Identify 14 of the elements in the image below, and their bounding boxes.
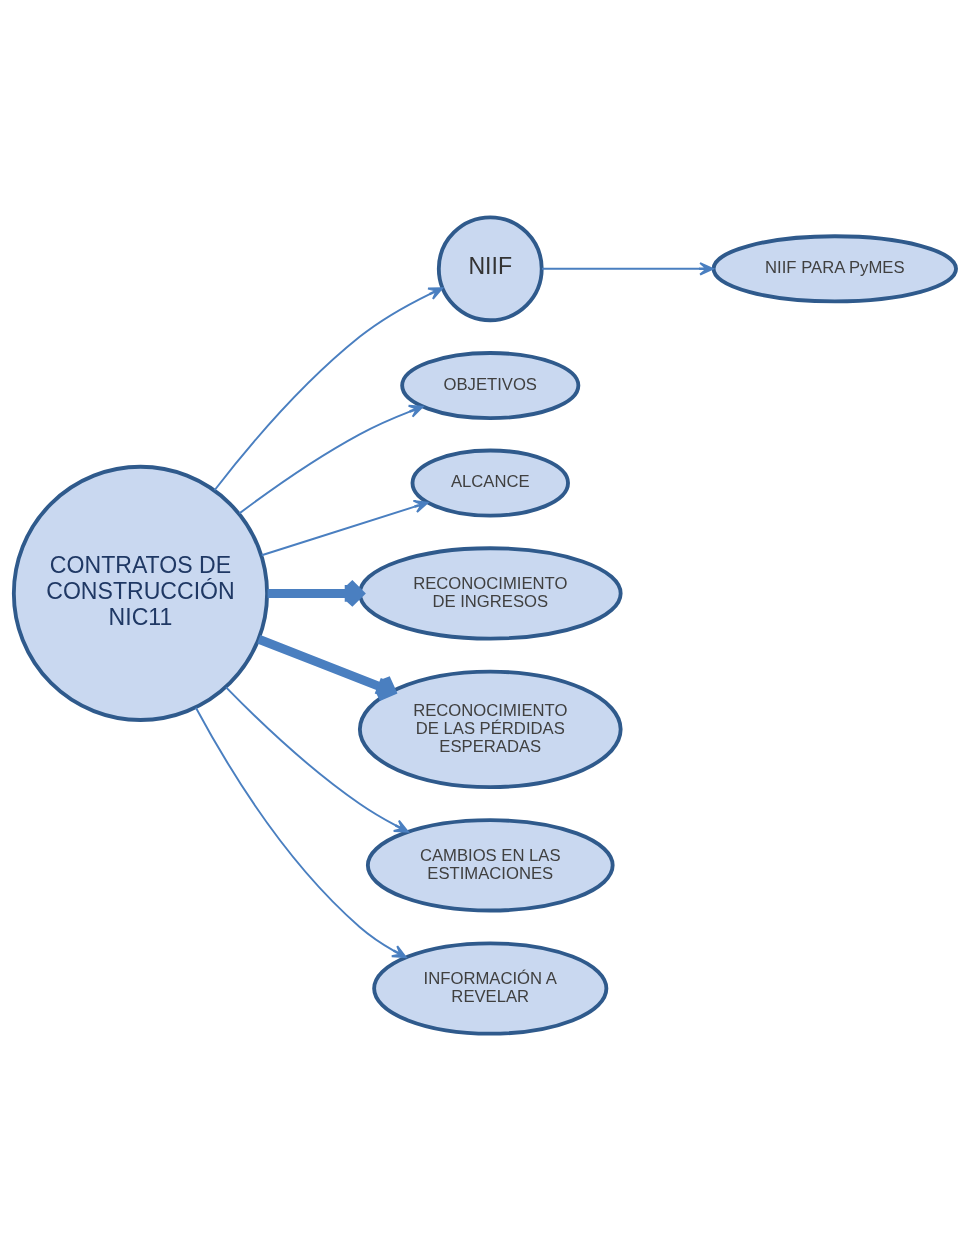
arrow xyxy=(238,404,424,514)
node-ellipse: NIIF PARA PyMES xyxy=(711,233,958,303)
node-circle: CONTRATOS DE CONSTRUCCIÓN NIC11 xyxy=(11,464,270,722)
node-ellipse: INFORMACIÓN A REVELAR xyxy=(372,940,609,1036)
node-circle: NIIF xyxy=(436,214,544,322)
arrow xyxy=(267,578,364,608)
arrow xyxy=(194,706,407,958)
arrow xyxy=(213,286,444,491)
node-ellipse: RECONOCIMIENTO DE LAS PÉRDIDAS ESPERADAS xyxy=(357,669,623,789)
arrow xyxy=(260,499,429,556)
arrow xyxy=(225,685,409,833)
arrow xyxy=(541,261,714,276)
node-ellipse: RECONOCIMIENTO DE INGRESOS xyxy=(357,545,623,640)
arrow xyxy=(257,634,396,701)
